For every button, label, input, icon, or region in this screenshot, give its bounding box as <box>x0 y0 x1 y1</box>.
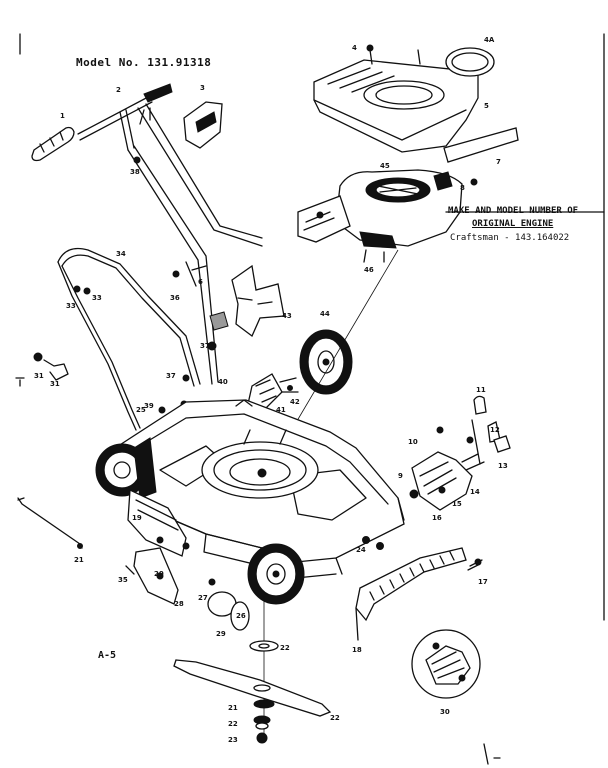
callout-17: 17 <box>478 578 488 586</box>
deck-nuts <box>362 536 384 550</box>
rear-wheel <box>299 329 353 395</box>
handle-grip <box>31 126 75 162</box>
deck-wheel-front-left <box>247 543 305 605</box>
callout-29: 28 <box>174 600 184 608</box>
bolts-handle-mount <box>73 156 217 414</box>
callout-35: 34 <box>116 250 126 258</box>
engine-shroud <box>313 44 479 153</box>
callout-34: 33 <box>66 302 76 310</box>
engine-note-line1: MAKE AND MODEL NUMBER OF <box>448 206 579 216</box>
callout-9: 9 <box>398 472 403 480</box>
blade-washers <box>253 715 271 744</box>
mower-deck <box>111 399 405 579</box>
callout-numbers: 1 2 3 4 4A 5 6 7 8 9 10 11 12 13 14 15 1… <box>34 36 508 744</box>
callout-7: 7 <box>496 158 501 166</box>
callout-38b: 37 <box>166 372 176 380</box>
detail-view-speed-control <box>411 629 481 699</box>
cover-disc <box>207 578 250 631</box>
callout-25: 24 <box>356 546 366 554</box>
model-number-title: Model No. 131.91318 <box>76 56 212 69</box>
blade-adapter <box>249 640 279 652</box>
bolt-left <box>33 352 69 381</box>
callout-27: 26 <box>236 612 246 620</box>
speed-control-bracket <box>409 451 485 511</box>
deck-wheel-rear-left <box>95 437 157 499</box>
engine-note-line3: Craftsman - 143.164022 <box>450 233 570 243</box>
callout-36: 35 <box>118 576 128 584</box>
callout-45: 44 <box>320 310 330 318</box>
rod-end <box>17 497 25 501</box>
callout-16: 16 <box>432 514 442 522</box>
callout-30: 29 <box>216 630 226 638</box>
rear-deflector <box>127 489 190 557</box>
callout-44: 43 <box>282 312 292 320</box>
callout-4a: 4A <box>484 36 495 44</box>
callout-34b: 33 <box>92 294 102 302</box>
sheet-label: A-5 <box>98 650 117 661</box>
shroud-strap <box>443 127 519 163</box>
gasket-ring <box>445 47 495 77</box>
engine-body <box>297 169 478 263</box>
handle-t-bar <box>77 83 173 151</box>
callout-11: 11 <box>476 386 486 394</box>
callout-6: 6 <box>198 278 203 286</box>
throttle-control <box>436 395 511 465</box>
callout-13: 13 <box>498 462 508 470</box>
callout-24: 23 <box>228 736 238 744</box>
callout-32b: 31 <box>50 380 60 388</box>
callout-37: 36 <box>170 294 180 302</box>
callout-41: 40 <box>218 378 228 386</box>
callout-14: 14 <box>470 488 480 496</box>
callout-1: 1 <box>60 112 65 120</box>
callout-5: 5 <box>484 102 489 110</box>
callout-3: 3 <box>200 84 205 92</box>
callout-31: 30 <box>440 708 450 716</box>
callout-26: 25 <box>136 406 146 414</box>
handle-lower-rails <box>127 145 219 385</box>
blade-stiffener <box>253 699 275 709</box>
callout-15: 15 <box>452 500 462 508</box>
handle-bracket <box>183 101 223 149</box>
callout-19: 19 <box>132 514 142 522</box>
bolt-right <box>467 558 483 571</box>
callout-8: 8 <box>460 184 465 192</box>
callout-47: 46 <box>364 266 374 274</box>
deflector-bracket <box>209 264 285 338</box>
callout-43: 42 <box>290 398 300 406</box>
callout-42: 41 <box>276 406 286 414</box>
callout-12: 12 <box>490 426 500 434</box>
callout-20: 20 <box>154 570 164 578</box>
callout-22: 22 <box>280 644 290 652</box>
callout-38: 37 <box>200 342 210 350</box>
handle-upper-rails <box>137 103 263 247</box>
callout-18: 18 <box>352 646 362 654</box>
callout-23b: 22 <box>330 714 340 722</box>
callout-22b: 21 <box>228 704 238 712</box>
callout-40: 39 <box>144 402 154 410</box>
axle-rod <box>17 497 83 549</box>
callout-46: 45 <box>380 162 390 170</box>
engine-note-line2: ORIGINAL ENGINE <box>472 219 554 229</box>
corner-mark <box>483 743 501 765</box>
page-margin-marks <box>15 33 605 621</box>
callout-23: 22 <box>228 720 238 728</box>
deflector-plate <box>125 547 179 605</box>
callout-28: 27 <box>198 594 208 602</box>
mower-blade <box>173 659 332 717</box>
callout-2: 2 <box>116 86 121 94</box>
callout-21: 21 <box>74 556 84 564</box>
callout-32: 31 <box>34 372 44 380</box>
callout-10: 10 <box>408 438 418 446</box>
callout-39: 38 <box>130 168 140 176</box>
handle-loop <box>57 247 201 431</box>
callout-4: 4 <box>352 44 357 52</box>
grass-deflector <box>355 547 467 641</box>
